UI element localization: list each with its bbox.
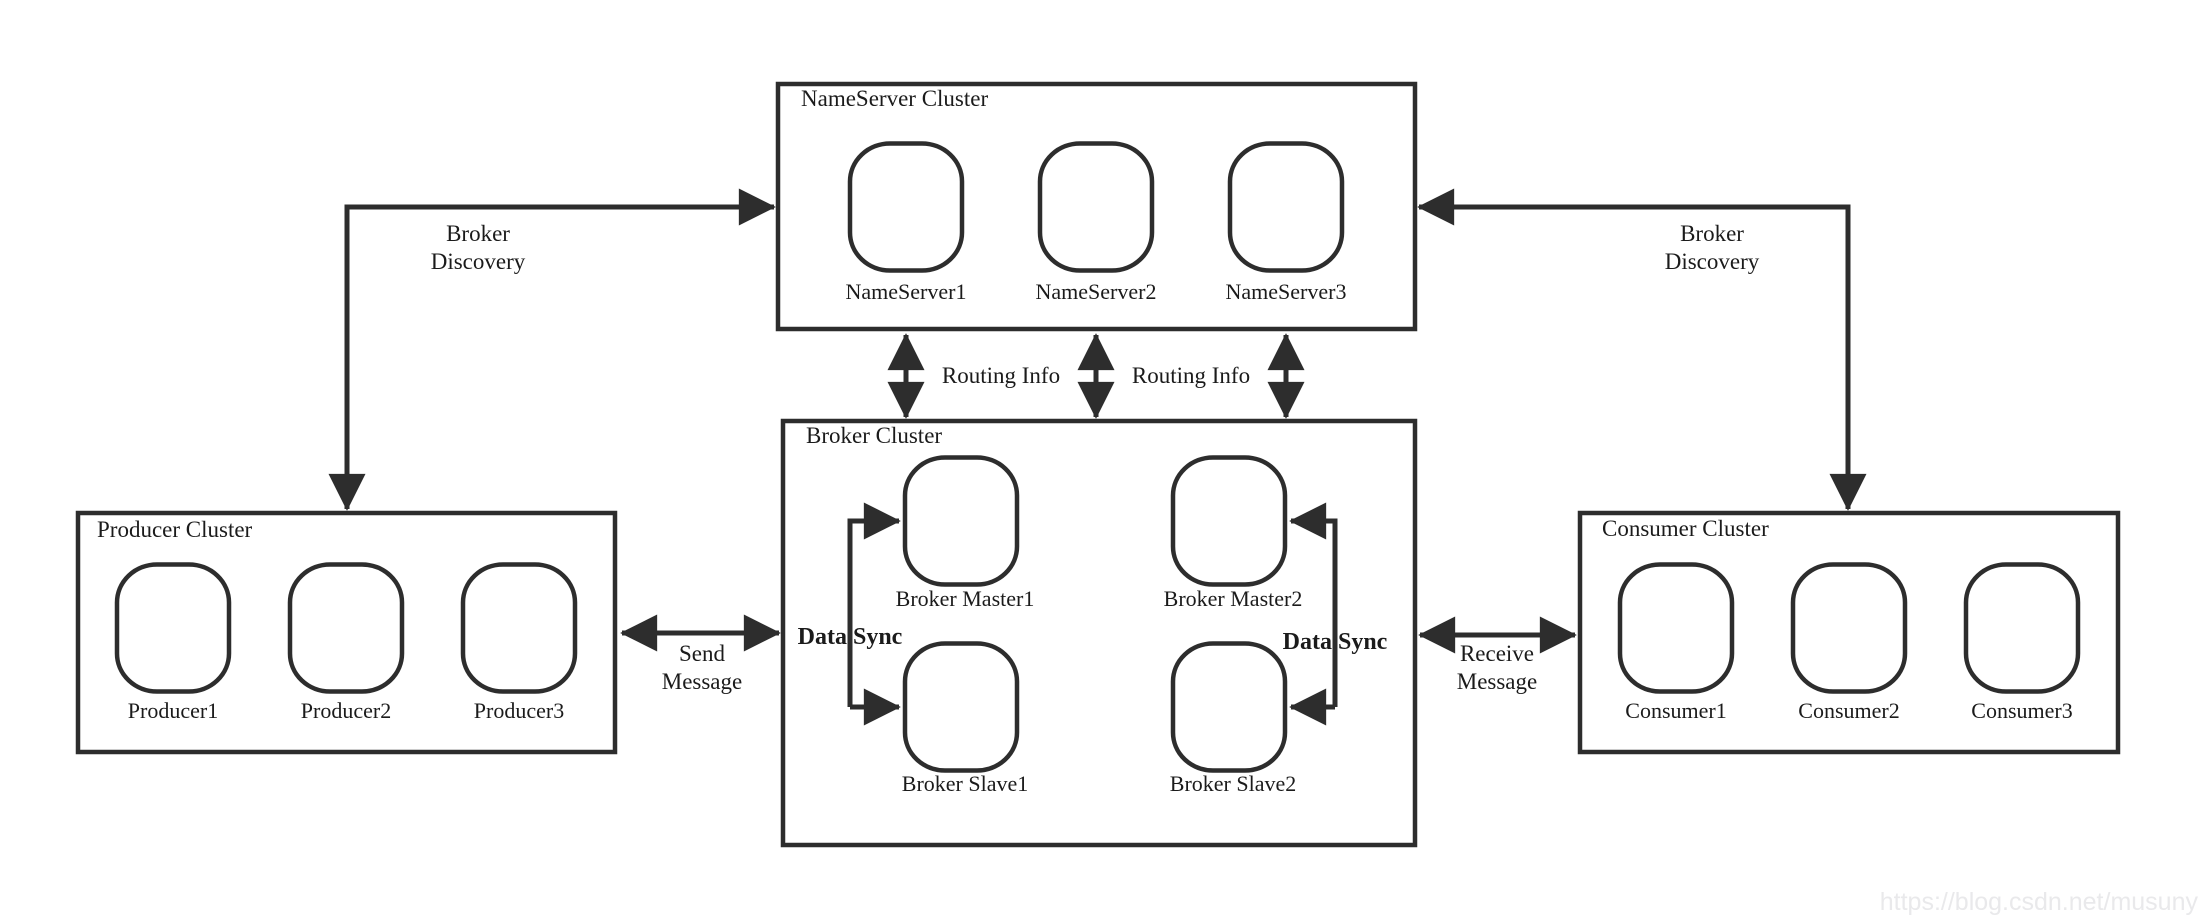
consumer3-node [1963, 562, 2081, 694]
consumer2-node [1790, 562, 1908, 694]
data-sync-right-arrow-master [1289, 502, 1338, 707]
broker-discovery-left-arrow [328, 188, 776, 511]
consumer-cluster: Consumer Cluster Consumer1 Consumer2 Con… [1577, 510, 2121, 755]
edge-labels-layer: Broker Discovery Broker Discovery Routin… [431, 221, 1760, 694]
broker-discovery-right-label-line1: Broker [1680, 221, 1744, 246]
nameserver-cluster: NameServer Cluster NameServer1 NameServe… [775, 81, 1418, 332]
consumer1-label: Consumer1 [1625, 698, 1726, 723]
producer3-label: Producer3 [474, 698, 564, 723]
broker-cluster-box [780, 418, 1418, 848]
consumer-cluster-box [1577, 510, 2121, 755]
broker-discovery-left-label-line2: Discovery [431, 249, 526, 274]
consumer3-label: Consumer3 [1971, 698, 2072, 723]
broker-cluster-title: Broker Cluster [806, 423, 942, 448]
data-sync-right-label: Data Sync [1283, 629, 1388, 655]
producer-cluster: Producer Cluster Producer1 Producer2 Pro… [75, 510, 618, 755]
data-sync-left-arrow-master [847, 502, 901, 707]
nameserver-cluster-title: NameServer Cluster [801, 86, 988, 111]
routing-info-left-label: Routing Info [942, 363, 1060, 388]
producer2-label: Producer2 [301, 698, 391, 723]
broker-master1-node [902, 455, 1020, 587]
producer1-label: Producer1 [128, 698, 218, 723]
send-message-label-line2: Message [662, 669, 742, 694]
broker-slave2-label: Broker Slave2 [1170, 771, 1296, 796]
producer2-node [287, 562, 405, 694]
watermark: https://blog.csdn.net/musuny [1880, 888, 2199, 916]
broker-discovery-left-label-line1: Broker [446, 221, 510, 246]
routing-info-right-label: Routing Info [1132, 363, 1250, 388]
broker-master2-node [1170, 455, 1288, 587]
consumer2-label: Consumer2 [1798, 698, 1899, 723]
nameserver2-label: NameServer2 [1036, 279, 1157, 304]
broker-master1-label: Broker Master1 [896, 586, 1035, 611]
producer1-node [114, 562, 232, 694]
consumer-cluster-title: Consumer Cluster [1602, 516, 1769, 541]
receive-message-label-line1: Receive [1460, 641, 1534, 666]
producer3-node [460, 562, 578, 694]
broker-slave1-node [902, 641, 1020, 773]
broker-master2-label: Broker Master2 [1164, 586, 1303, 611]
receive-message-label-line2: Message [1457, 669, 1537, 694]
broker-slave2-node [1170, 641, 1288, 773]
broker-cluster: Broker Cluster Broker Master1 Broker Mas… [780, 418, 1418, 848]
producer-cluster-title: Producer Cluster [97, 517, 253, 542]
nameserver2-node [1037, 141, 1155, 273]
broker-slave1-label: Broker Slave1 [902, 771, 1028, 796]
nameserver3-label: NameServer3 [1226, 279, 1347, 304]
nameserver1-label: NameServer1 [846, 279, 967, 304]
nameserver3-node [1227, 141, 1345, 273]
send-message-label-line1: Send [679, 641, 726, 666]
consumer1-node [1617, 562, 1735, 694]
broker-discovery-right-arrow [1417, 188, 1867, 511]
nameserver1-node [847, 141, 965, 273]
producer-cluster-box [75, 510, 618, 755]
data-sync-left-label: Data Sync [798, 624, 903, 650]
broker-discovery-right-label-line2: Discovery [1665, 249, 1760, 274]
edges-layer [328, 188, 1867, 726]
nameserver-cluster-box [775, 81, 1418, 332]
